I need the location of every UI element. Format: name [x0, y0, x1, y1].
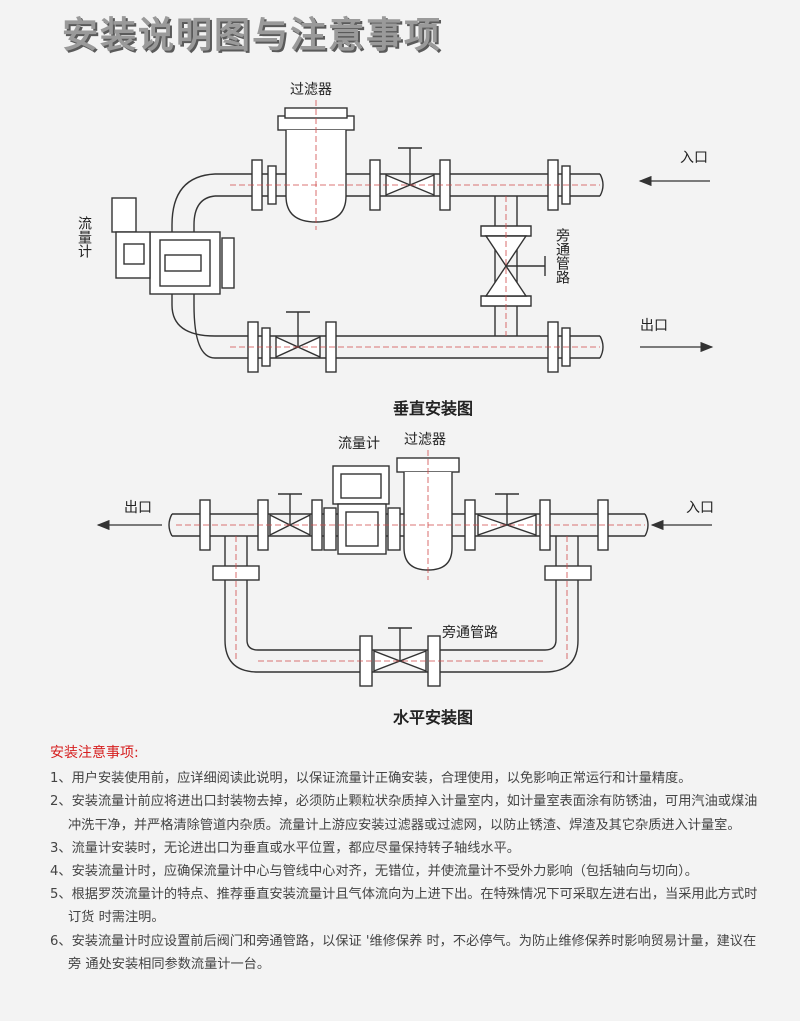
vertical-flowmeter-label: 流量计 [76, 216, 92, 258]
vertical-top-pipe [171, 173, 604, 240]
vertical-bottom-valve [275, 311, 321, 359]
horizontal-inlet-label: 入口 [686, 500, 714, 516]
vertical-outlet-label: 出口 [640, 318, 668, 334]
horizontal-center-lines [176, 450, 645, 662]
note-item: 4、安装流量计时，应确保流量计中心与管线中心对齐，无错位，并使流量计不受外力影响… [50, 860, 770, 883]
vertical-filter-label: 过滤器 [290, 82, 332, 98]
horizontal-caption: 水平安装图 [393, 708, 473, 727]
note-line-continued: 订货 时需注明。 [68, 910, 165, 926]
vertical-caption: 垂直安装图 [393, 399, 473, 418]
vertical-install-diagram [111, 100, 604, 373]
horizontal-flowmeter-label: 流量计 [338, 436, 380, 452]
note-item: 3、流量计安装时，无论进出口为垂直或水平位置，都应尽量保持转子轴线水平。 [50, 837, 770, 860]
vertical-center-lines [230, 100, 600, 348]
vertical-top-valve [385, 147, 435, 197]
note-line: 1、用户安装使用前，应详细阅读此说明，以保证流量计正确安装，合理使用，以免影响正… [50, 771, 692, 787]
note-item: 5、根据罗茨流量计的特点、推荐垂直安装流量计且气体流向为上进下出。在特殊情况下可… [50, 883, 770, 929]
vertical-bottom-pipe [171, 290, 604, 359]
horizontal-flowmeter [323, 465, 401, 555]
vertical-bypass-pipe [480, 196, 546, 336]
note-item: 6、安装流量计时应设置前后阀门和旁通管路，以保证 '维修保养 时，不必停气。为防… [50, 930, 770, 976]
horizontal-bypass-label: 旁通管路 [442, 624, 498, 641]
vertical-flowmeter [111, 197, 235, 295]
notes-heading: 安装注意事项: [50, 745, 139, 761]
vertical-inlet-label: 入口 [680, 150, 708, 166]
note-item: 1、用户安装使用前，应详细阅读此说明，以保证流量计正确安装，合理使用，以免影响正… [50, 767, 770, 790]
installation-notes: 安装注意事项: 1、用户安装使用前，应详细阅读此说明，以保证流量计正确安装，合理… [50, 742, 770, 976]
note-line: 3、流量计安装时，无论进出口为垂直或水平位置，都应尽量保持转子轴线水平。 [50, 840, 520, 856]
horizontal-outlet-label: 出口 [124, 500, 152, 516]
horizontal-filter-label: 过滤器 [404, 432, 446, 448]
installation-diagrams: 过滤器 入口 出口 流量计 旁通管路 垂直安装图 [76, 82, 714, 727]
horizontal-bypass-pipe [212, 536, 592, 687]
note-line: 5、根据罗茨流量计的特点、推荐垂直安装流量计且气体流向为上进下出。在特殊情况下可… [50, 887, 758, 903]
horizontal-filter [396, 457, 460, 571]
note-item: 2、安装流量计前应将进出口封装物去掉，必须防止颗粒状杂质掉入计量室内，如计量室表… [50, 790, 770, 836]
vertical-bypass-label: 旁通管路 [554, 227, 570, 284]
note-line: 2、安装流量计前应将进出口封装物去掉，必须防止颗粒状杂质掉入计量室内，如计量室表… [50, 794, 758, 810]
note-line-continued: 冲洗干净，并严格清除管道内杂质。流量计上游应安装过滤器或过滤网，以防止锈渣、焊渣… [68, 817, 741, 833]
note-line: 6、安装流量计时应设置前后阀门和旁通管路，以保证 '维修保养 时，不必停气。为防… [50, 933, 757, 949]
note-line-continued: 旁 通处安装相同参数流量计一台。 [68, 956, 271, 972]
page-title: 安装说明图与注意事项 [62, 15, 443, 56]
horizontal-install-diagram [168, 450, 649, 687]
note-line: 4、安装流量计时，应确保流量计中心与管线中心对齐，无错位，并使流量计不受外力影响… [50, 864, 698, 880]
horizontal-right-valve [477, 493, 537, 536]
